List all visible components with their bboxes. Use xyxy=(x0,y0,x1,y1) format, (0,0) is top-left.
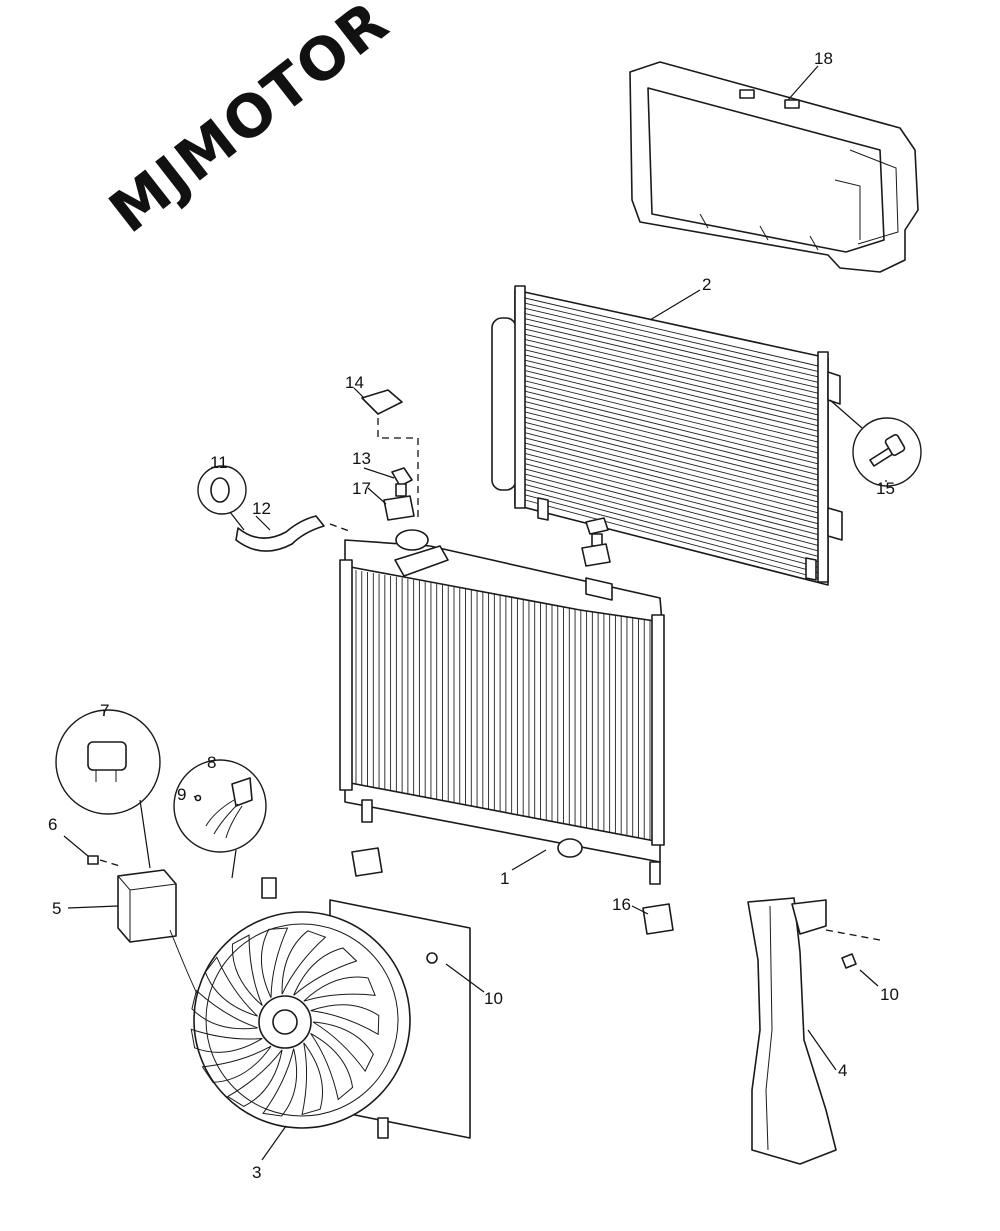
fin-line xyxy=(524,484,819,563)
fin-line xyxy=(524,489,819,568)
fin-line xyxy=(524,432,819,508)
fin-line xyxy=(524,297,819,367)
fin-line xyxy=(524,427,819,503)
fin-line xyxy=(524,349,819,421)
callout-15: 14 xyxy=(345,373,364,392)
callout-2: 2 xyxy=(702,275,711,294)
fin-line xyxy=(524,375,819,448)
fan-blade xyxy=(204,956,258,1017)
shroud-frame-part xyxy=(629,61,919,273)
fan-blade xyxy=(201,1045,272,1083)
fin-line xyxy=(524,313,819,383)
callout-7: 7 xyxy=(100,701,109,720)
fin-line xyxy=(524,318,819,389)
fin-line xyxy=(524,458,819,535)
callout-3: 3 xyxy=(252,1163,261,1182)
fin-line xyxy=(524,395,819,470)
fan-blade xyxy=(262,1048,298,1117)
callout-4: 4 xyxy=(838,1061,847,1080)
callout-6: 6 xyxy=(48,815,57,834)
fin-line xyxy=(524,401,819,476)
fan-blade xyxy=(301,1042,323,1116)
fin-line xyxy=(524,494,819,573)
air-guide-duct-part xyxy=(747,897,881,1165)
cooling-fan-part xyxy=(190,877,471,1139)
callout-9: 9 xyxy=(177,785,186,804)
fan-blade xyxy=(260,927,289,998)
callout-labels: 18 2 14 13 17 11 12 15 7 8 9 6 5 1 16 10… xyxy=(48,49,899,1182)
callout-14: 12 xyxy=(252,499,271,518)
fin-line xyxy=(524,478,819,557)
relay-detail-bubble xyxy=(55,709,161,869)
callout-18: 18 xyxy=(814,49,833,68)
callout-5: 5 xyxy=(52,899,61,918)
callout-11: 11 xyxy=(210,453,228,472)
fan-blade xyxy=(310,1004,380,1036)
fin-line xyxy=(524,411,819,487)
fin-line xyxy=(524,473,819,552)
fin-line xyxy=(524,359,819,432)
fan-blade xyxy=(303,976,376,1002)
cap-stack-parts xyxy=(361,389,611,567)
fan-blade xyxy=(312,1021,374,1073)
fin-line xyxy=(524,421,819,497)
fin-line xyxy=(524,307,819,378)
fin-line xyxy=(524,499,819,579)
fan-blade xyxy=(231,934,263,1006)
fin-line xyxy=(524,364,819,438)
hose-and-clamp-parts xyxy=(197,465,353,552)
callout-12: 16 xyxy=(612,895,631,914)
fin-line xyxy=(524,442,819,519)
harness-detail-bubble xyxy=(173,759,267,879)
fin-line xyxy=(524,344,819,416)
watermark-logo: MJMOTOR xyxy=(97,0,402,246)
callout-1: 1 xyxy=(500,869,509,888)
fin-line xyxy=(524,406,819,481)
fan-blade xyxy=(190,1028,263,1053)
fin-line xyxy=(524,370,819,443)
fan-blade xyxy=(293,947,358,996)
fan-blade xyxy=(310,1032,354,1101)
bolt-detail-bubble xyxy=(829,399,922,487)
leader-lines xyxy=(63,65,887,1161)
fin-line xyxy=(524,452,819,530)
relay-bracket-part xyxy=(87,855,201,1001)
fin-line xyxy=(524,416,819,492)
fin-line xyxy=(524,463,819,541)
fin-line xyxy=(524,447,819,525)
fin-line xyxy=(524,338,819,410)
fan-blade xyxy=(281,930,327,995)
callout-16: 15 xyxy=(876,479,895,498)
fin-line xyxy=(524,354,819,427)
callout-17: 17 xyxy=(352,479,371,498)
fin-line xyxy=(524,328,819,400)
callout-10-left: 10 xyxy=(484,989,503,1008)
fin-line xyxy=(524,380,819,454)
fan-blade xyxy=(226,1049,283,1108)
fin-line xyxy=(524,302,819,372)
radiator-part xyxy=(339,529,665,863)
fin-line xyxy=(524,323,819,394)
callout-13: 13 xyxy=(352,449,371,468)
fin-line xyxy=(524,333,819,405)
fin-line xyxy=(524,390,819,465)
callout-10-right: 10 xyxy=(880,985,899,1004)
callout-8: 8 xyxy=(207,753,216,772)
isolator-bushings xyxy=(351,799,674,935)
fin-line xyxy=(524,385,819,459)
fan-blade xyxy=(191,989,258,1030)
condenser-part xyxy=(491,285,843,586)
fin-line xyxy=(524,468,819,546)
fin-line xyxy=(524,437,819,514)
